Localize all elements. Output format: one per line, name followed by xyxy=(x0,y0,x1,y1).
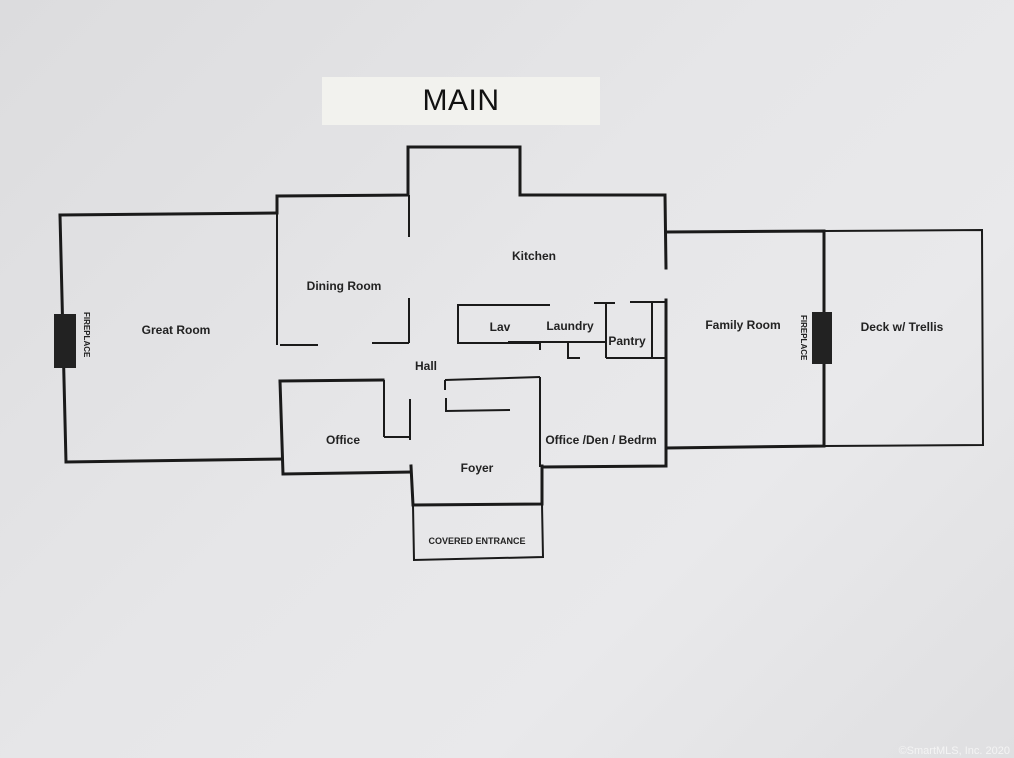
label-pantry: Pantry xyxy=(608,334,646,348)
wall-office-den xyxy=(540,298,668,469)
fireplace-left-icon xyxy=(54,314,76,368)
label-lav: Lav xyxy=(490,320,511,334)
wall-dining-top xyxy=(275,145,668,270)
label-hall: Hall xyxy=(415,359,437,373)
partitions xyxy=(276,195,666,467)
laundry-step xyxy=(567,342,580,359)
label-deck: Deck w/ Trellis xyxy=(861,320,944,334)
fireplace-right-icon xyxy=(812,312,832,364)
label-office-den: Office /Den / Bedrm xyxy=(545,433,656,447)
label-foyer: Foyer xyxy=(461,461,494,475)
label-family-room: Family Room xyxy=(705,318,780,332)
wall-office xyxy=(278,378,413,476)
label-laundry: Laundry xyxy=(546,319,594,333)
fireplace-right-label: FIREPLACE xyxy=(799,315,808,361)
copyright: ©SmartMLS, Inc. 2020 xyxy=(898,745,1010,757)
wall-covered-entrance xyxy=(412,503,545,562)
label-great-room: Great Room xyxy=(142,323,211,337)
hall-wall-top xyxy=(444,376,541,381)
walls xyxy=(58,145,985,562)
closet-wall xyxy=(445,398,511,413)
wall-foyer xyxy=(409,464,544,507)
wall-deck xyxy=(823,228,985,447)
title-box: MAIN xyxy=(322,77,600,125)
plan-title: MAIN xyxy=(422,84,500,117)
label-covered-entrance: COVERED ENTRANCE xyxy=(428,536,525,546)
label-dining-room: Dining Room xyxy=(307,279,382,293)
fireplace-left-label: FIREPLACE xyxy=(82,312,91,358)
label-kitchen: Kitchen xyxy=(512,249,556,263)
wall-great-room xyxy=(58,211,284,464)
label-office: Office xyxy=(326,433,360,447)
lav-laundry-wall xyxy=(457,304,550,344)
